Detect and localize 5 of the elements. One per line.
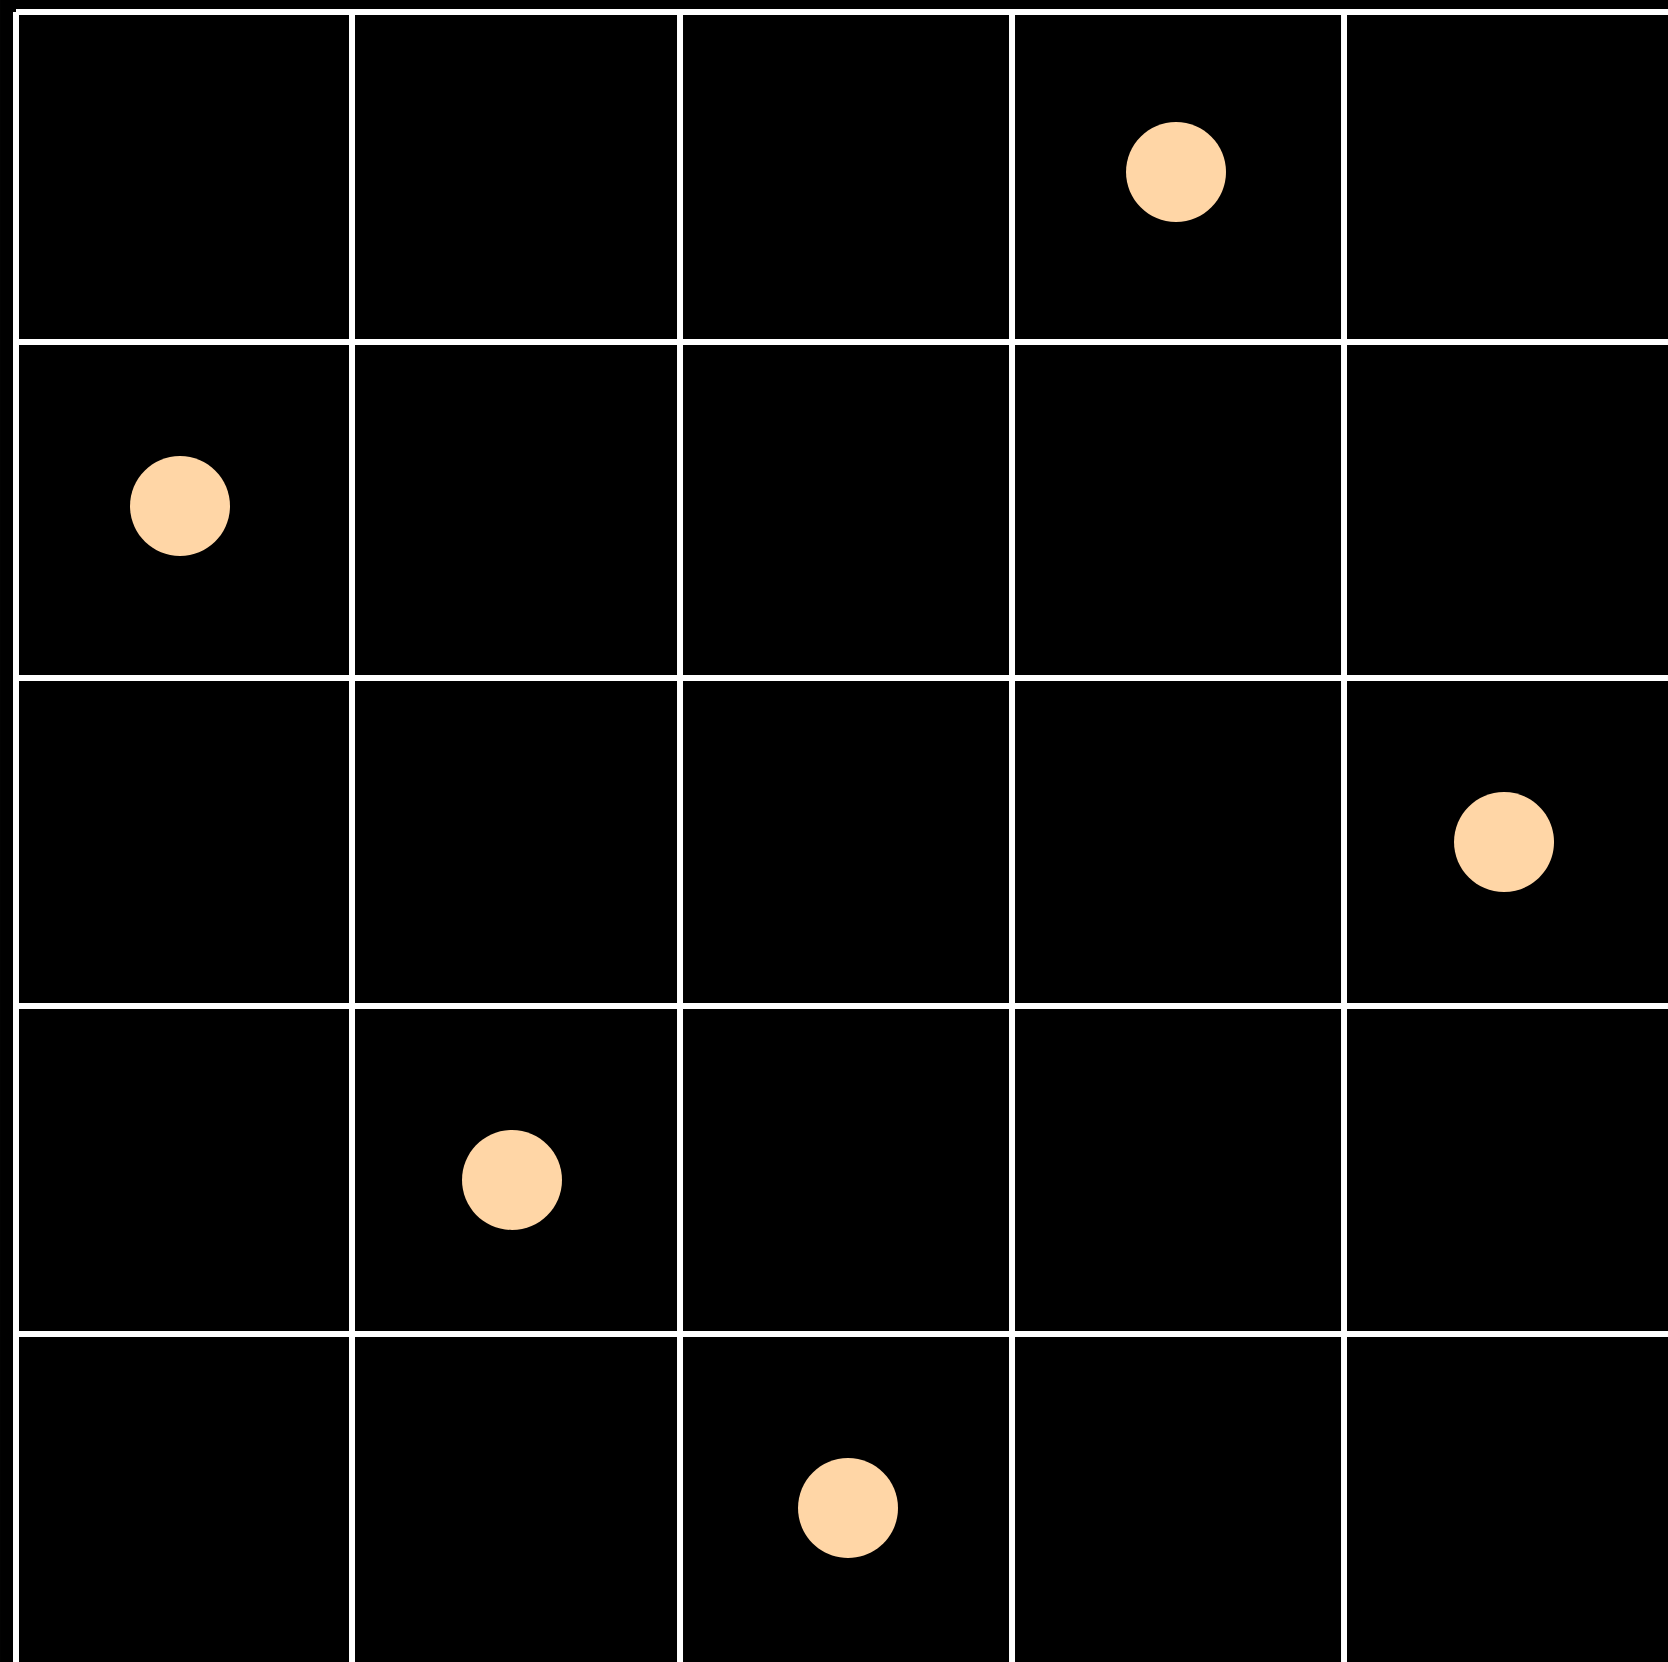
circle-marker xyxy=(1126,122,1226,222)
circle-marker xyxy=(462,1130,562,1230)
circle-marker xyxy=(798,1458,898,1558)
circle-marker xyxy=(1454,792,1554,892)
circle-marker xyxy=(130,456,230,556)
